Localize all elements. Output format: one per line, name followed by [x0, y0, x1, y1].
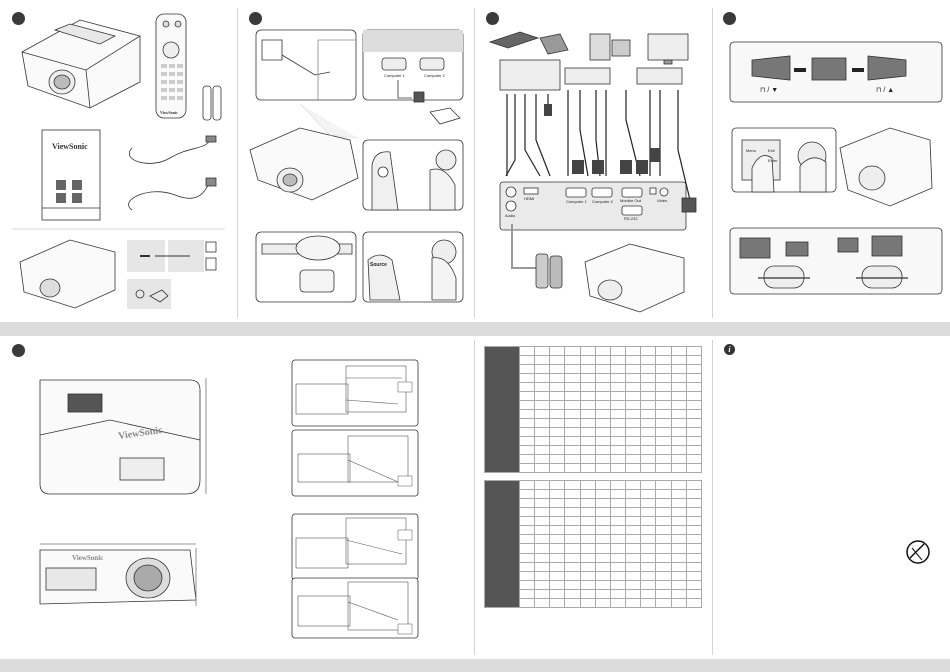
computer1-port-label: Computer 1	[566, 199, 587, 204]
enter-button-label: Enter	[768, 158, 778, 163]
projector-power-illustration	[19, 239, 116, 309]
step-badge	[486, 12, 499, 25]
step-badge	[249, 12, 262, 25]
info-icon: i	[724, 344, 735, 355]
column-separator	[474, 8, 475, 318]
menu-button-label: Menu	[746, 148, 757, 153]
projector-front-wordmark: ViewSonic	[72, 554, 104, 562]
safety-sign-icon	[906, 540, 930, 564]
computer2-label: Computer 2	[424, 73, 445, 78]
exit-button-label: Exit	[768, 148, 775, 153]
keystone-right-symbols: ⊓ / ▲	[876, 87, 895, 94]
audio-port-label: Audio	[505, 213, 516, 218]
step-badge	[12, 344, 25, 357]
column-separator	[712, 8, 713, 318]
video-port-label: Video	[657, 198, 668, 203]
monitor-out-port-label: Monitor Out	[620, 198, 641, 203]
remote-control-illustration	[155, 13, 187, 119]
remote-brand-wordmark: ViewSonic	[160, 110, 178, 115]
quick-start-guide-illustration	[41, 129, 101, 221]
column-separator	[474, 340, 475, 655]
source-button-label: Source	[370, 262, 387, 268]
column-separator	[237, 8, 238, 318]
step-badge	[723, 12, 736, 25]
computer1-label: Computer 1	[384, 73, 405, 78]
footer-band	[0, 659, 950, 672]
guide-brand-wordmark: ViewSonic	[52, 142, 88, 151]
cables-illustration	[128, 135, 217, 211]
projector-illustration	[21, 19, 141, 109]
projection-size-table	[484, 479, 703, 609]
keystone-left-symbols: ⊓ / ▼	[760, 87, 779, 94]
column-separator	[712, 340, 713, 655]
projection-size-table	[484, 346, 703, 473]
rs232-port-label: RS-232	[624, 216, 638, 221]
section-divider-band	[0, 322, 950, 336]
batteries-illustration	[202, 85, 222, 121]
hdmi-port-label: HDMI	[524, 196, 535, 201]
computer2-port-label: Computer 2	[592, 199, 613, 204]
step-badge	[12, 12, 25, 25]
